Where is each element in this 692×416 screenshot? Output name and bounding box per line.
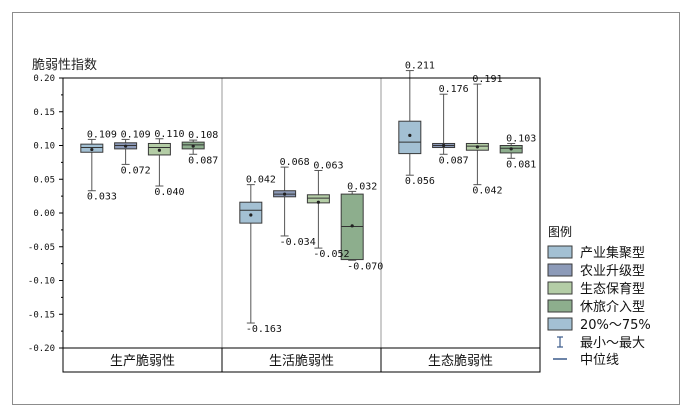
mean-marker bbox=[350, 224, 354, 228]
mean-marker bbox=[283, 192, 287, 196]
box-plot bbox=[239, 184, 263, 324]
y-tick-label: 0.00 bbox=[33, 209, 55, 219]
max-value-label: 0.110 bbox=[154, 129, 184, 140]
max-value-label: 0.109 bbox=[87, 129, 117, 140]
min-value-label: -0.163 bbox=[246, 324, 282, 335]
y-tick-label: -0.10 bbox=[28, 277, 55, 287]
max-value-label: 0.211 bbox=[405, 61, 435, 72]
min-value-label: 0.087 bbox=[188, 155, 218, 166]
min-value-label: -0.034 bbox=[280, 237, 316, 248]
mean-marker bbox=[191, 144, 195, 148]
max-value-label: 0.063 bbox=[313, 160, 343, 171]
max-value-label: 0.176 bbox=[439, 84, 469, 95]
max-value-label: 0.042 bbox=[246, 175, 276, 186]
box-plot bbox=[432, 93, 456, 155]
legend-label: 产业集聚型 bbox=[580, 245, 645, 261]
legend-label: 休旅介入型 bbox=[580, 300, 645, 315]
legend-swatch bbox=[547, 263, 573, 277]
box-plot bbox=[398, 70, 422, 176]
legend-iqr-swatch bbox=[547, 317, 573, 331]
box-plot bbox=[273, 166, 297, 237]
y-tick-label: 0.20 bbox=[33, 74, 55, 84]
legend-label: 生态保育型 bbox=[580, 281, 645, 297]
box-plot bbox=[181, 139, 205, 155]
legend-iqr-label: 20%～75% bbox=[580, 318, 651, 333]
legend-swatch bbox=[547, 299, 573, 313]
mean-marker bbox=[442, 143, 446, 148]
box-plot bbox=[340, 190, 364, 261]
box-plot bbox=[147, 138, 171, 187]
category-label: 生产脆弱性 bbox=[110, 353, 175, 369]
y-tick-label: -0.15 bbox=[28, 310, 55, 320]
box-plot bbox=[306, 169, 330, 249]
category-label: 生态脆弱性 bbox=[428, 353, 493, 369]
min-value-label: 0.056 bbox=[405, 176, 435, 187]
max-value-label: 0.109 bbox=[121, 129, 151, 140]
box-iqr bbox=[398, 120, 422, 155]
max-value-label: 0.191 bbox=[472, 74, 502, 85]
mean-marker bbox=[475, 145, 479, 149]
box-plot bbox=[465, 83, 489, 186]
mean-marker bbox=[124, 144, 128, 148]
min-value-label: 0.040 bbox=[154, 187, 184, 198]
y-tick-label: -0.20 bbox=[28, 344, 55, 354]
max-value-label: 0.103 bbox=[506, 133, 536, 144]
max-value-label: 0.068 bbox=[280, 157, 310, 168]
min-value-label: 0.042 bbox=[472, 186, 502, 197]
category-label: 生活脆弱性 bbox=[269, 353, 334, 369]
legend-swatch bbox=[547, 281, 573, 295]
mean-marker bbox=[408, 133, 412, 137]
legend-title: 图例 bbox=[548, 225, 572, 239]
legend-whisker-label: 最小～最大 bbox=[580, 336, 645, 351]
min-value-label: -0.070 bbox=[347, 261, 383, 272]
box-plot bbox=[80, 138, 104, 192]
legend-swatch bbox=[547, 245, 573, 259]
y-tick-label: 0.15 bbox=[33, 108, 55, 118]
plot-area bbox=[62, 77, 541, 349]
mean-marker bbox=[316, 200, 320, 204]
mean-marker bbox=[249, 213, 253, 217]
min-value-label: 0.081 bbox=[506, 159, 536, 170]
mean-marker bbox=[509, 147, 513, 151]
max-value-label: 0.108 bbox=[188, 130, 218, 141]
min-value-label: 0.072 bbox=[121, 165, 151, 176]
y-tick-label: 0.10 bbox=[33, 142, 55, 152]
box-plot bbox=[114, 138, 138, 165]
min-value-label: 0.087 bbox=[439, 155, 469, 166]
y-tick-label: -0.05 bbox=[28, 243, 55, 253]
chart-frame bbox=[12, 12, 680, 405]
category-strip bbox=[62, 347, 541, 373]
mean-marker bbox=[157, 148, 161, 152]
mean-marker bbox=[90, 147, 94, 152]
max-value-label: 0.032 bbox=[347, 181, 377, 192]
y-tick-label: 0.05 bbox=[33, 175, 55, 185]
min-value-label: -0.052 bbox=[313, 249, 349, 260]
box-plot bbox=[499, 142, 523, 159]
min-value-label: 0.033 bbox=[87, 192, 117, 203]
box-iqr bbox=[239, 201, 263, 224]
legend-label: 农业升级型 bbox=[580, 264, 645, 279]
legend-median-label: 中位线 bbox=[580, 353, 619, 368]
y-axis-title: 脆弱性指数 bbox=[32, 57, 97, 73]
